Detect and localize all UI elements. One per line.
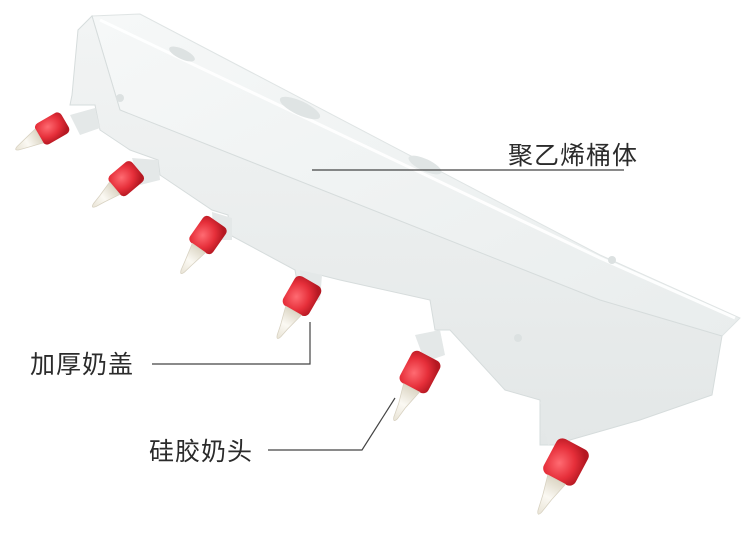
silicone-teat bbox=[15, 128, 44, 151]
silicone-teat bbox=[537, 474, 567, 515]
nipple-assembly-6 bbox=[537, 402, 589, 515]
silicone-teat bbox=[180, 242, 207, 275]
silicone-teat bbox=[91, 181, 121, 208]
silicone-teat bbox=[393, 383, 421, 422]
red-cap bbox=[34, 112, 70, 145]
red-cap bbox=[543, 438, 589, 486]
red-cap bbox=[282, 275, 322, 317]
nipple-assembly-2 bbox=[91, 158, 160, 208]
red-cap bbox=[108, 161, 145, 197]
callout-silicone-teat-label: 硅胶奶头 bbox=[149, 437, 254, 466]
nipple-assembly-5 bbox=[393, 330, 445, 422]
polyethylene-bucket-body bbox=[69, 13, 741, 446]
callout-bucket-body-label: 聚乙烯桶体 bbox=[508, 141, 639, 170]
callout-line-silicone-teat bbox=[268, 397, 396, 451]
red-cap bbox=[189, 215, 227, 255]
callout-line-thick-cap bbox=[152, 322, 311, 365]
callout-thick-cap-label: 加厚奶盖 bbox=[30, 350, 135, 379]
nipple-assembly-4 bbox=[276, 270, 322, 339]
nipple-assembly-3 bbox=[180, 212, 232, 275]
red-cap bbox=[399, 350, 441, 394]
silicone-teat bbox=[276, 305, 302, 339]
nipple-assembly-1 bbox=[15, 108, 100, 151]
